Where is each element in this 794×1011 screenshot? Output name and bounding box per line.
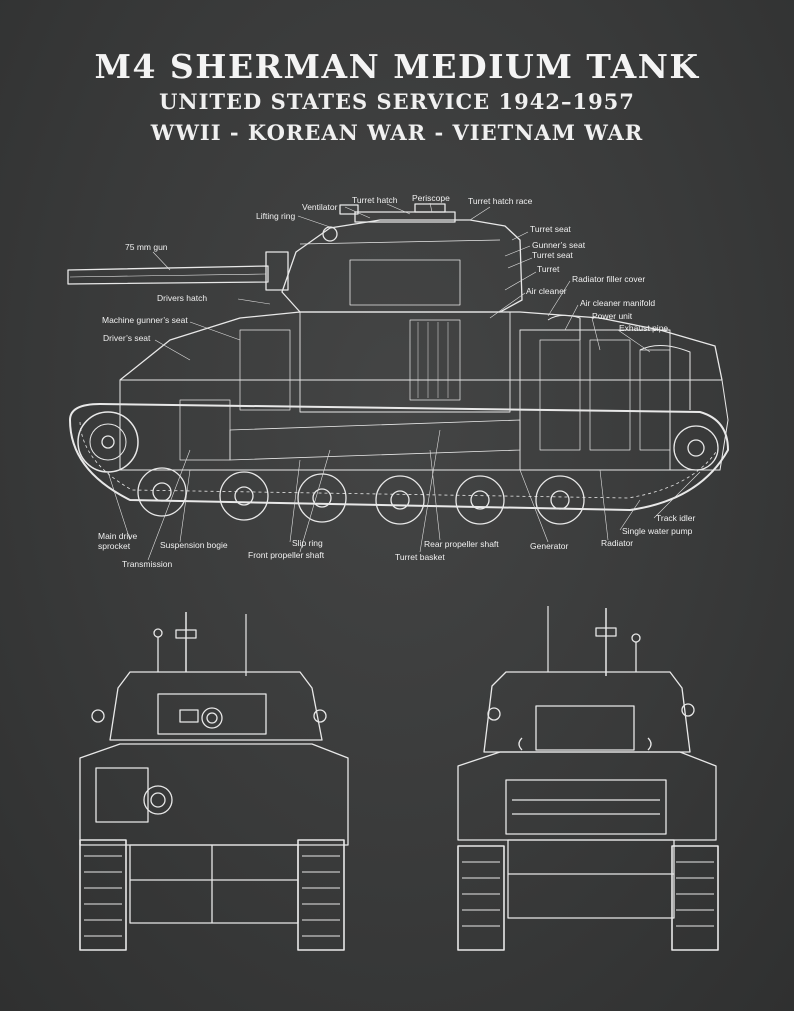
label-turret-hatch-race: Turret hatch race	[468, 196, 533, 206]
label-air-cleaner: Air cleaner	[526, 286, 567, 296]
label-turret-seat-1: Turret seat	[530, 224, 571, 234]
label-turret-seat-2: Turret seat	[532, 250, 573, 260]
component-labels: Ventilator Turret hatch Periscope Turret…	[98, 193, 696, 569]
label-sprocket: sprocket	[98, 541, 131, 551]
label-radiator-filler-cover: Radiator filler cover	[572, 274, 645, 284]
label-turret-hatch: Turret hatch	[352, 195, 398, 205]
label-generator: Generator	[530, 541, 568, 551]
poster-wars: WWII - KOREAN WAR - VIETNAM WAR	[150, 120, 644, 145]
label-turret-basket: Turret basket	[395, 552, 445, 562]
poster-title: M4 SHERMAN MEDIUM TANK	[94, 47, 700, 86]
side-view-drawing	[67, 203, 729, 525]
label-radiator: Radiator	[601, 538, 633, 548]
label-turret: Turret	[537, 264, 560, 274]
rear-view-drawing	[457, 606, 719, 951]
label-single-water-pump: Single water pump	[622, 526, 693, 536]
label-rear-propeller-shaft: Rear propeller shaft	[424, 539, 499, 549]
label-gunners-seat: Gunner’s seat	[532, 240, 586, 250]
front-view-drawing	[79, 612, 349, 951]
label-machine-gunners-seat: Machine gunner’s seat	[102, 315, 188, 325]
label-75mm-gun: 75 mm gun	[125, 242, 168, 252]
label-power-unit: Power unit	[592, 311, 633, 321]
label-transmission: Transmission	[122, 559, 172, 569]
title-block: M4 SHERMAN MEDIUM TANK UNITED STATES SER…	[0, 48, 794, 148]
label-lifting-ring: Lifting ring	[256, 211, 295, 221]
label-front-propeller-shaft: Front propeller shaft	[248, 550, 325, 560]
label-drivers-seat: Driver’s seat	[103, 333, 151, 343]
label-track-idler: Track idler	[656, 513, 696, 523]
label-ventilator: Ventilator	[302, 202, 338, 212]
label-exhaust-pipe: Exhaust pipe	[619, 323, 668, 333]
leader-lines	[107, 202, 701, 561]
label-periscope: Periscope	[412, 193, 450, 203]
label-drivers-hatch: Drivers hatch	[157, 293, 207, 303]
label-air-cleaner-manifold: Air cleaner manifold	[580, 298, 655, 308]
poster-subtitle: UNITED STATES SERVICE 1942–1957	[159, 89, 635, 114]
label-main-drive: Main drive	[98, 531, 137, 541]
label-slip-ring: Slip ring	[292, 538, 323, 548]
label-suspension-bogie: Suspension bogie	[160, 540, 228, 550]
